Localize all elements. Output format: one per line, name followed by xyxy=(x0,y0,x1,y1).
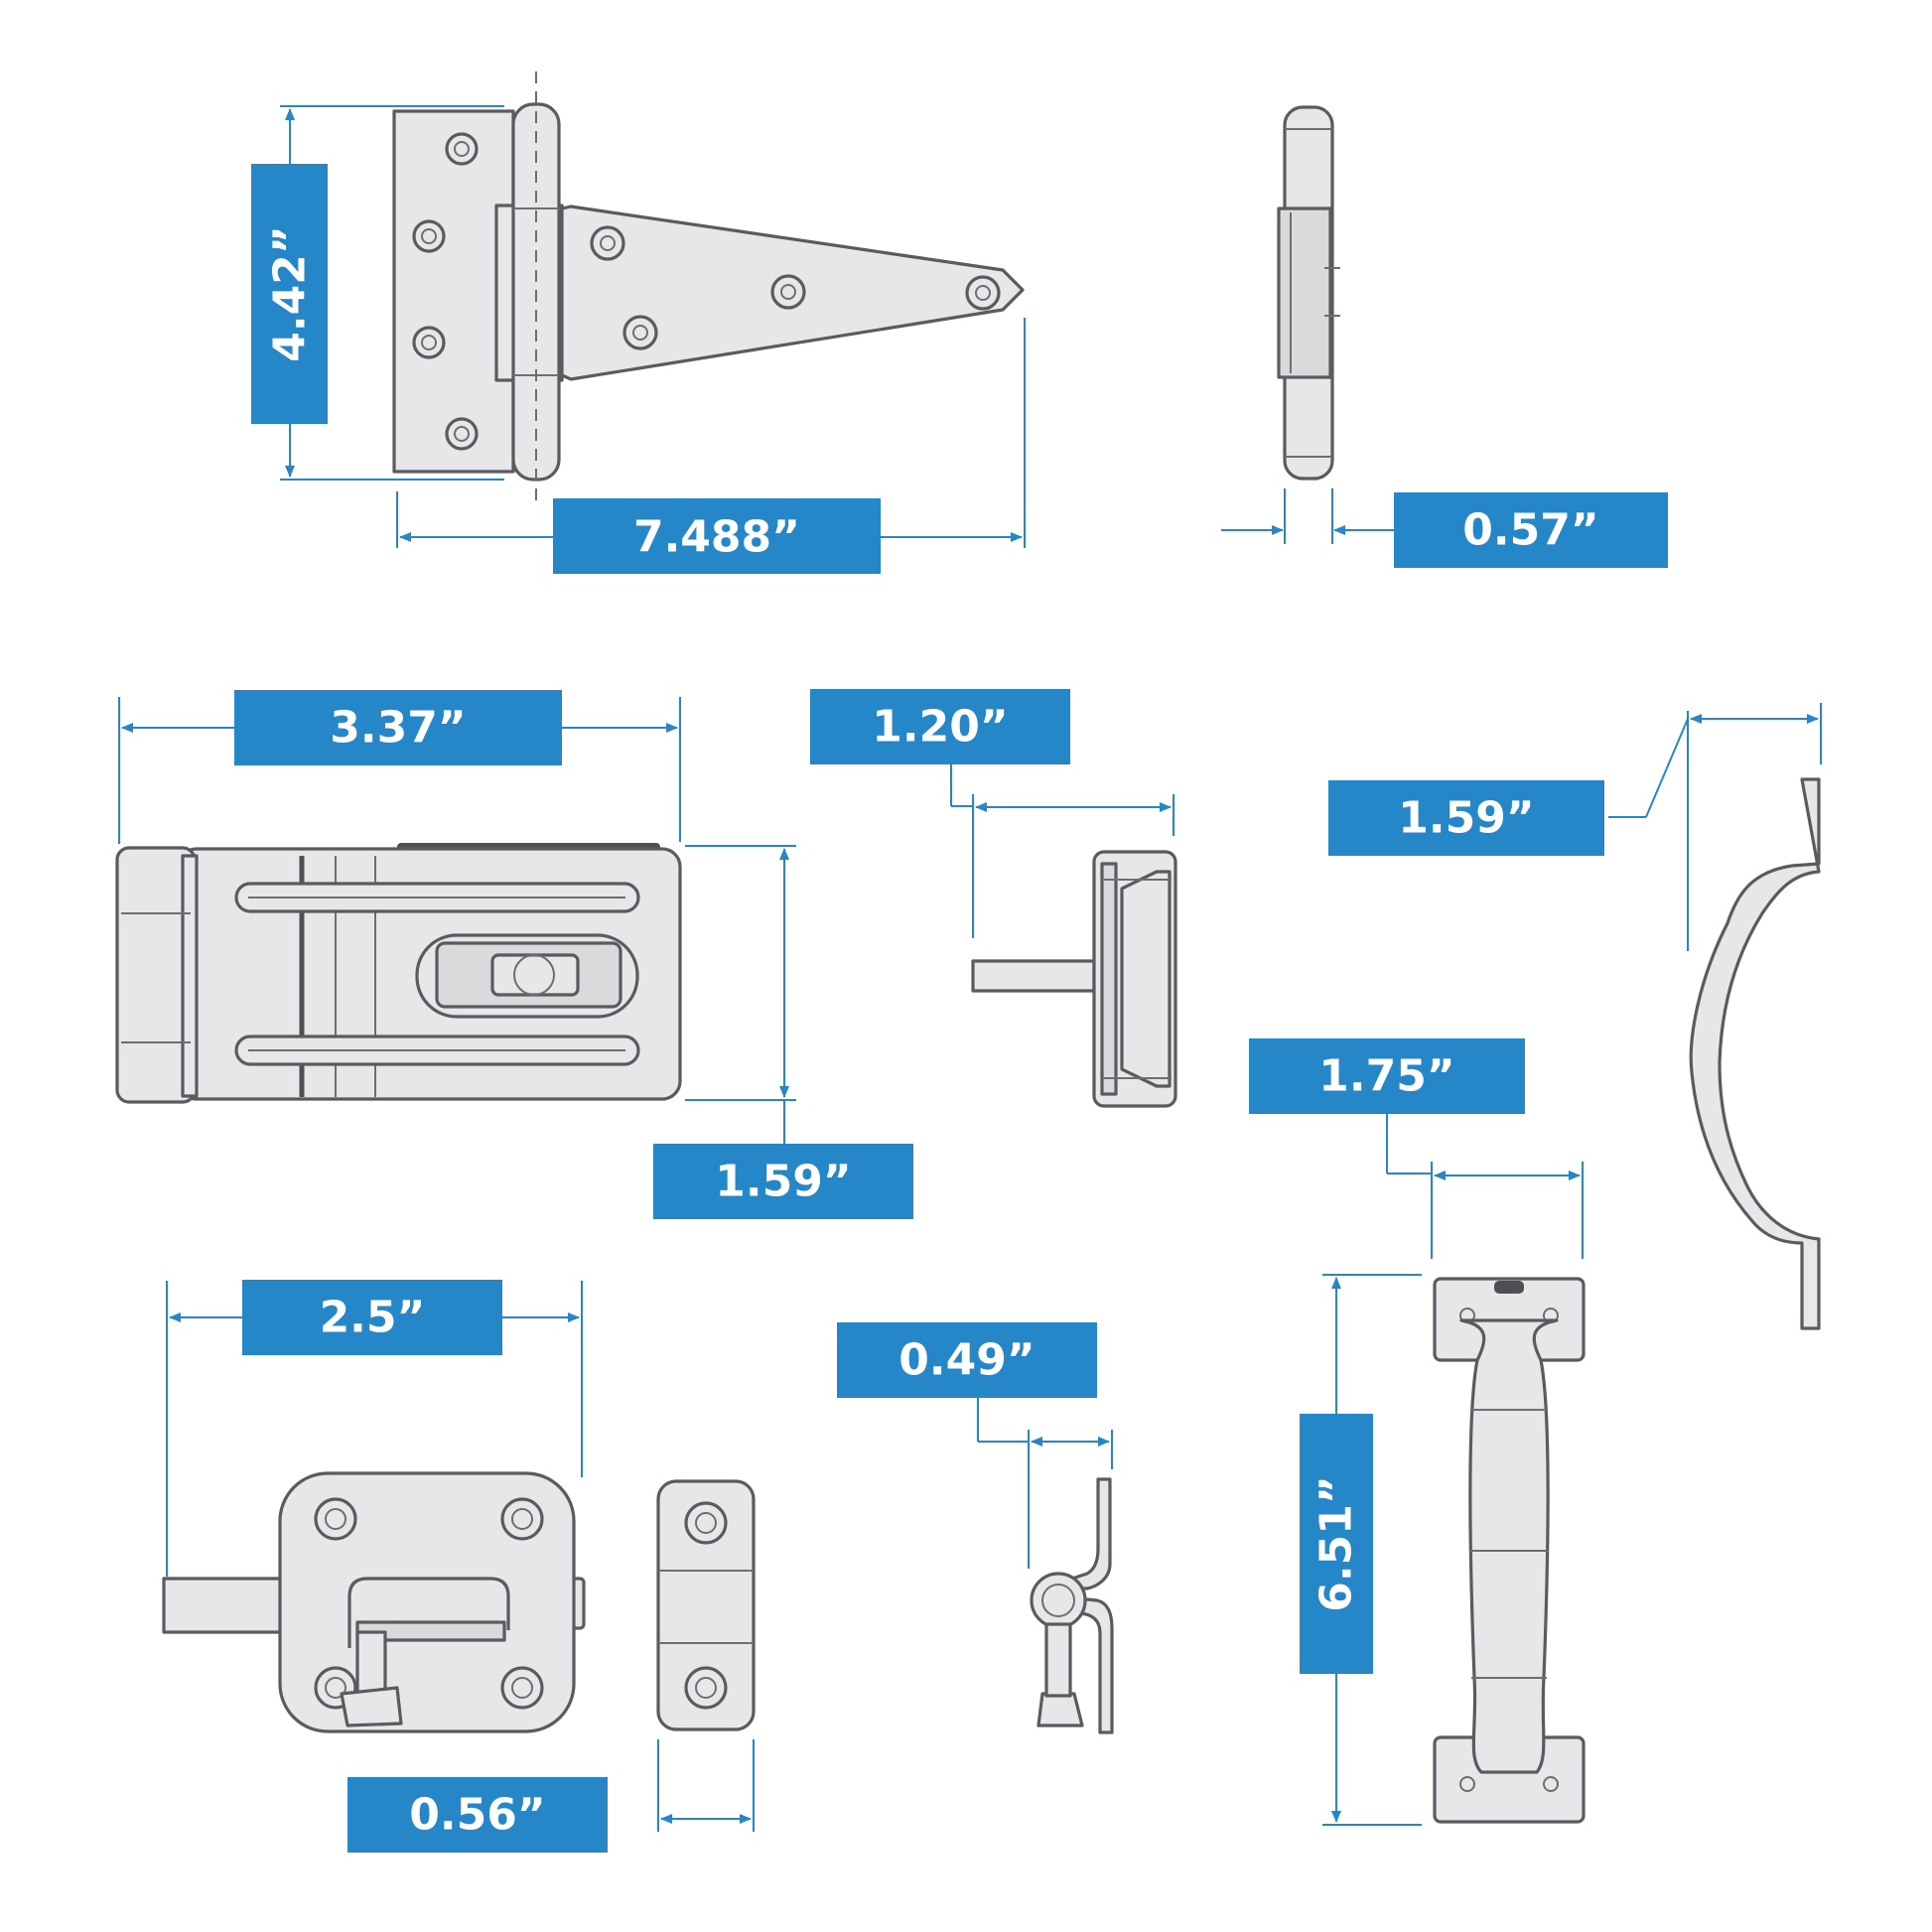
t-hinge-side-view xyxy=(1277,105,1340,481)
label-hasp-length: 3.37” xyxy=(234,690,562,765)
label-gate-hook-depth: 0.49” xyxy=(837,1322,1097,1398)
label-door-pull-width: 1.75” xyxy=(1249,1038,1525,1114)
pull-handle-side-view xyxy=(1689,777,1821,1330)
staple-drawing xyxy=(971,850,1177,1108)
gate-hook-depth-text: 0.49” xyxy=(898,1335,1035,1386)
strike-width-text: 0.56” xyxy=(409,1790,545,1841)
gate-hook-drawing xyxy=(1030,1477,1114,1734)
hasp-height-dimension xyxy=(685,845,796,1148)
staple-depth-dimension xyxy=(950,762,1174,938)
label-hasp-height: 1.59” xyxy=(653,1144,913,1219)
door-pull-width-dimension xyxy=(1386,1112,1584,1259)
door-pull-width-text: 1.75” xyxy=(1318,1051,1454,1102)
label-t-hinge-height: 4.42” xyxy=(251,164,328,424)
hasp-height-text: 1.59” xyxy=(715,1157,851,1207)
label-staple-depth: 1.20” xyxy=(810,689,1070,764)
label-door-pull-height: 6.51” xyxy=(1300,1414,1373,1674)
label-t-hinge-thickness: 0.57” xyxy=(1394,492,1668,568)
strike-width-dimension xyxy=(657,1739,755,1832)
label-pull-handle-depth: 1.59” xyxy=(1328,780,1604,856)
hasp-length-text: 3.37” xyxy=(330,703,466,754)
t-hinge-height-text: 4.42” xyxy=(265,225,316,361)
pull-handle-depth-dimension xyxy=(1608,703,1822,951)
door-pull-height-text: 6.51” xyxy=(1311,1475,1362,1611)
pull-handle-depth-text: 1.59” xyxy=(1398,793,1534,844)
barrel-bolt-length-text: 2.5” xyxy=(320,1293,426,1343)
staple-depth-text: 1.20” xyxy=(872,702,1008,753)
t-hinge-thickness-text: 0.57” xyxy=(1462,505,1598,556)
gate-hook-depth-dimension xyxy=(977,1395,1113,1569)
t-hinge-length-text: 7.488” xyxy=(633,512,800,563)
safety-hasp-drawing xyxy=(115,843,682,1104)
strike-plate-drawing xyxy=(656,1479,756,1731)
t-hinge-thickness-dimension xyxy=(1221,488,1400,544)
t-hinge-front-view xyxy=(392,71,1025,508)
label-strike-width: 0.56” xyxy=(347,1777,608,1853)
barrel-bolt-drawing xyxy=(162,1471,586,1733)
door-pull-front-view xyxy=(1433,1277,1586,1824)
label-t-hinge-length: 7.488” xyxy=(553,498,881,574)
label-barrel-bolt-length: 2.5” xyxy=(242,1280,502,1355)
